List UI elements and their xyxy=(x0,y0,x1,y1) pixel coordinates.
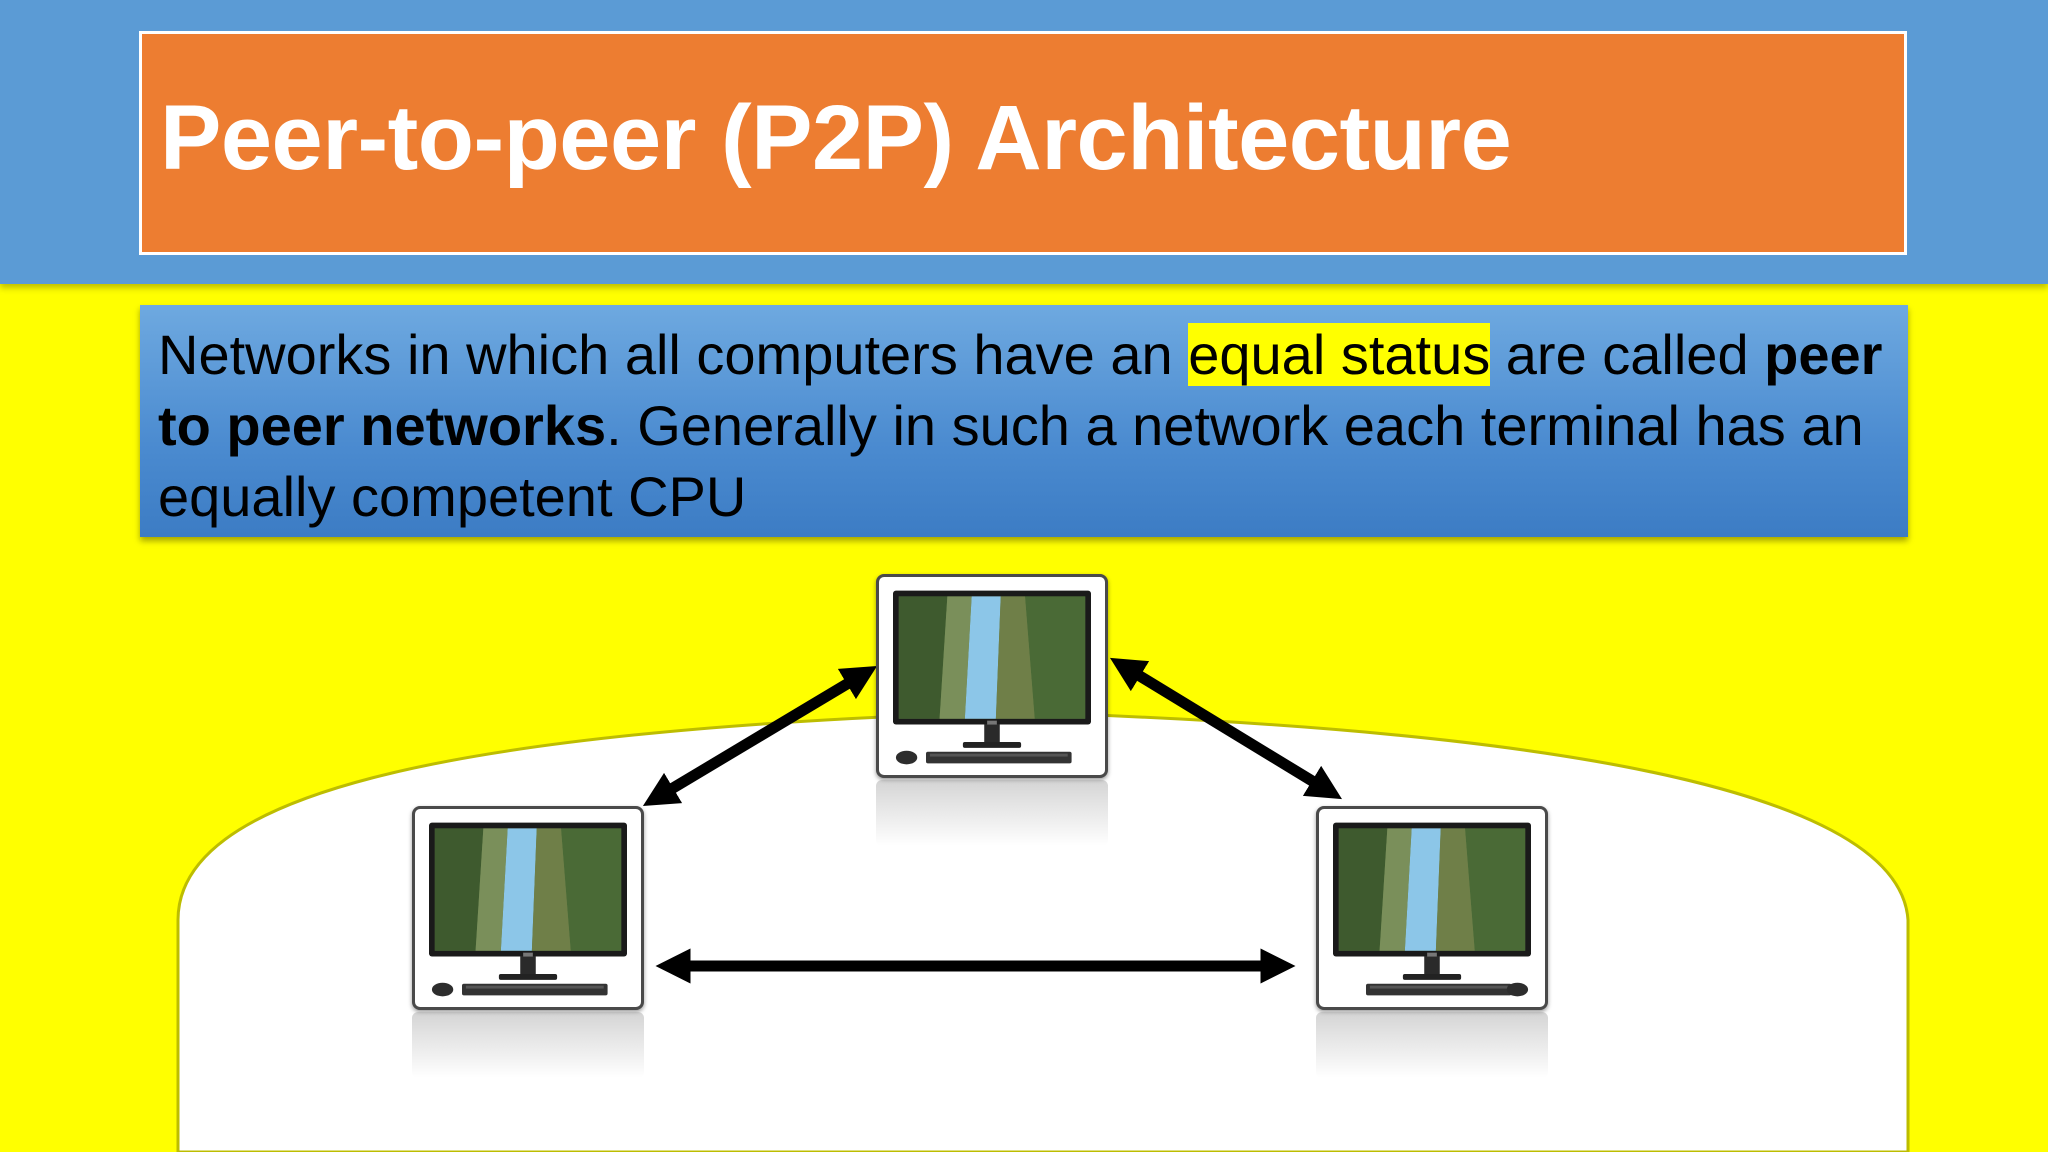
computer-icon xyxy=(1333,822,1531,997)
computer-frame xyxy=(412,806,644,1010)
computer-left xyxy=(412,806,644,1078)
description-part-3: . Generally in such a network each termi… xyxy=(158,394,1864,528)
description-part-2: are called xyxy=(1490,323,1765,386)
highlighted-phrase: equal status xyxy=(1188,323,1491,386)
computer-top xyxy=(876,574,1108,846)
title-band: Peer-to-peer (P2P) Architecture xyxy=(0,0,2048,284)
computer-reflection xyxy=(412,1012,644,1078)
description-part-1: Networks in which all computers have an xyxy=(158,323,1189,386)
computer-reflection xyxy=(876,780,1108,846)
computer-icon xyxy=(893,590,1091,765)
computer-frame xyxy=(876,574,1108,778)
arrow-top-left xyxy=(642,665,878,807)
computer-frame xyxy=(1316,806,1548,1010)
title-box: Peer-to-peer (P2P) Architecture xyxy=(139,31,1907,255)
arrow-top-right xyxy=(1109,657,1343,800)
description-box: Networks in which all computers have an … xyxy=(140,305,1908,537)
computer-icon xyxy=(429,822,627,997)
slide-title: Peer-to-peer (P2P) Architecture xyxy=(160,87,1512,189)
bold-term: peer to peer networks xyxy=(158,323,1883,457)
description-text: Networks in which all computers have an … xyxy=(158,319,1890,532)
computer-reflection xyxy=(1316,1012,1548,1078)
computer-right xyxy=(1316,806,1548,1078)
